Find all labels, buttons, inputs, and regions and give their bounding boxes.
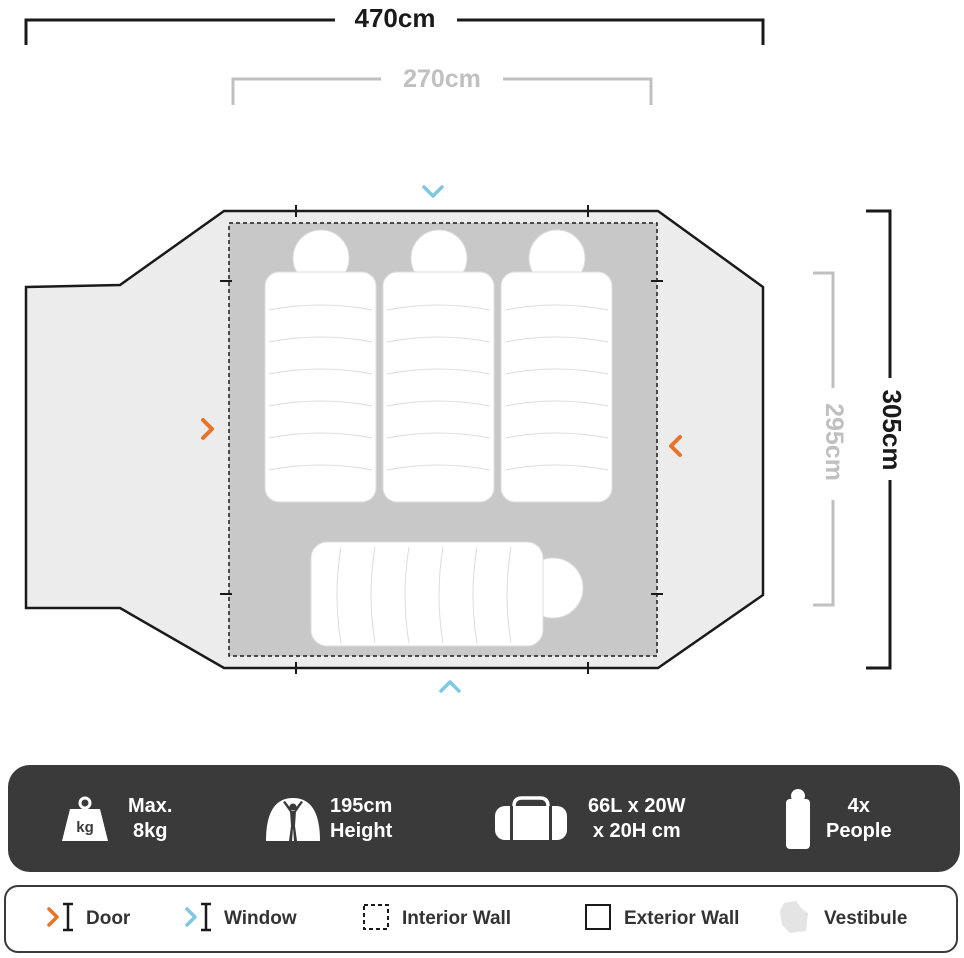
spec-capacity-line1: 4x	[847, 794, 870, 817]
spec-capacity: 4x People	[784, 765, 892, 872]
spec-pack-line1: 66L x 20W	[588, 794, 686, 817]
interior-length-label: 270cm	[403, 65, 481, 93]
window-icon	[184, 902, 214, 937]
spec-height-line1: 195cm	[330, 794, 393, 817]
duffel-bag-icon	[492, 795, 570, 842]
interior-wall-icon	[362, 903, 390, 936]
sleeping-bag	[500, 229, 613, 503]
sleeping-bag-icon	[784, 788, 812, 850]
interior-length-line-left	[231, 77, 381, 105]
total-length-line-left	[24, 18, 335, 45]
legend-interior-wall: Interior Wall	[362, 887, 511, 951]
svg-text:kg: kg	[76, 819, 94, 836]
vestibule-icon	[778, 899, 810, 940]
tent-floor-plan: 470cm 270cm 305cm 295cm	[24, 3, 907, 693]
legend-exterior-wall-label: Exterior Wall	[624, 908, 740, 929]
legend-door: Door	[46, 887, 130, 951]
spec-bar: kg Max. 8kg 195cm Height	[8, 765, 960, 872]
legend-window-label: Window	[224, 908, 297, 929]
spec-capacity-line2: People	[826, 819, 892, 842]
interior-width-label: 295cm	[820, 403, 848, 481]
legend-vestibule: Vestibule	[778, 887, 907, 951]
exterior-wall-icon	[584, 903, 612, 936]
window-bottom-icon	[439, 680, 461, 693]
sleeping-bag	[382, 229, 495, 503]
legend-vestibule-label: Vestibule	[824, 908, 908, 929]
spec-pack-size: 66L x 20W x 20H cm	[492, 765, 685, 872]
total-width-label: 305cm	[877, 390, 907, 471]
spec-pack-line2: x 20H cm	[592, 819, 681, 842]
door-icon	[46, 902, 76, 937]
door-left-icon	[201, 418, 214, 440]
pole-marks	[220, 205, 663, 674]
interior-width-line-top	[813, 271, 835, 388]
legend-interior-wall-label: Interior Wall	[402, 908, 512, 929]
spec-height-line2: Height	[330, 819, 393, 842]
total-length-line-right	[457, 18, 765, 45]
spec-weight-line2: 8kg	[133, 819, 168, 842]
total-length-label: 470cm	[355, 3, 436, 33]
spec-height: 195cm Height	[264, 765, 392, 872]
door-right-icon	[669, 435, 682, 457]
sleeping-bag	[264, 229, 377, 503]
sleeping-bag	[310, 541, 584, 647]
window-top-icon	[422, 185, 444, 198]
total-length-dimension: 470cm	[24, 3, 765, 45]
weight-icon: kg	[60, 796, 110, 842]
total-width-dimension: 305cm	[866, 209, 907, 670]
legend-exterior-wall: Exterior Wall	[584, 887, 739, 951]
interior-length-dimension: 270cm	[231, 65, 653, 105]
legend-window: Window	[184, 887, 297, 951]
interior-width-dimension: 295cm	[813, 271, 848, 607]
spec-weight: kg Max. 8kg	[60, 765, 172, 872]
total-width-line-top	[866, 209, 892, 378]
legend: Door Window Interior Wall Exterior Wall	[4, 885, 958, 953]
total-width-line-bottom	[866, 480, 892, 670]
interior-width-line-bottom	[813, 500, 835, 607]
legend-door-label: Door	[86, 908, 131, 929]
spec-weight-line1: Max.	[128, 794, 173, 817]
person-dome-icon	[264, 796, 322, 842]
interior-length-line-right	[503, 77, 653, 105]
